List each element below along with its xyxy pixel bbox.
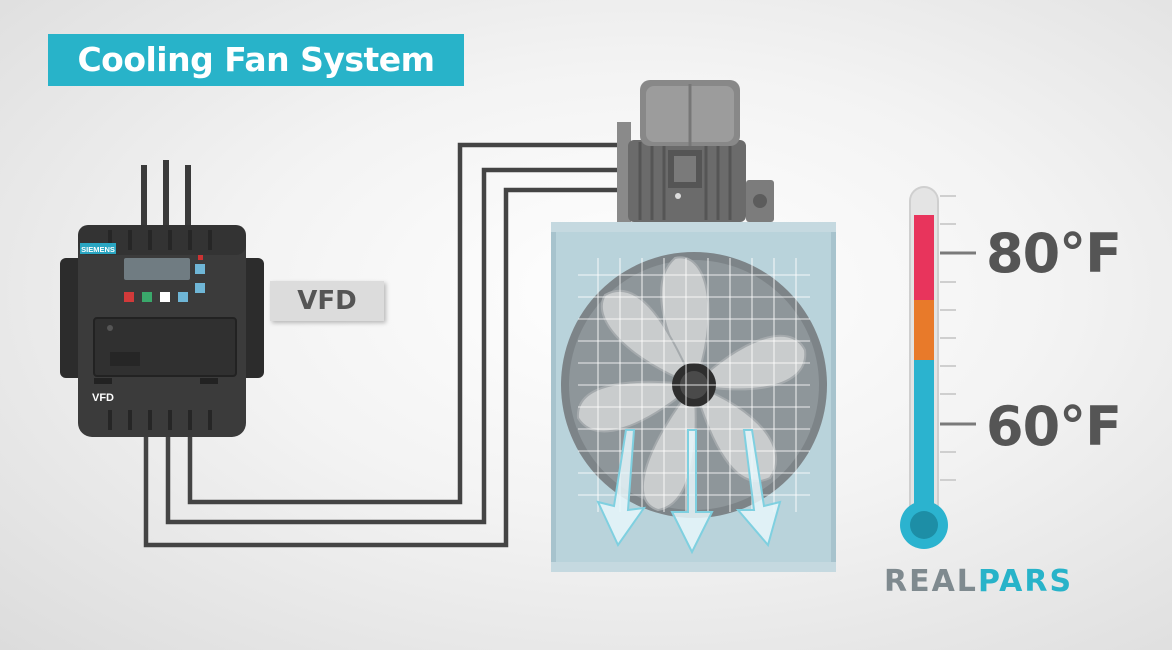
vfd-buttons — [124, 292, 188, 302]
vfd-brand-text: SIEMENS — [81, 245, 115, 254]
motor-icon — [617, 80, 774, 222]
vfd-input-wires — [141, 160, 191, 235]
temperature-high-label: 80°F — [986, 222, 1122, 285]
vfd-front-label: VFD — [92, 392, 114, 404]
page-title: Cooling Fan System — [48, 34, 464, 86]
airflow-arrow-icon — [596, 429, 782, 555]
logo-part1: REAL — [884, 564, 978, 599]
logo-part2: PARS — [977, 564, 1074, 599]
brand-logo: REALPARS — [884, 564, 1073, 599]
motor-cables — [143, 142, 628, 548]
thermometer-icon — [900, 186, 976, 549]
temperature-low-label: 60°F — [986, 395, 1122, 458]
vfd-drive-icon: SIEMENS VFD — [60, 225, 264, 437]
vfd-callout-label: VFD — [270, 281, 384, 321]
